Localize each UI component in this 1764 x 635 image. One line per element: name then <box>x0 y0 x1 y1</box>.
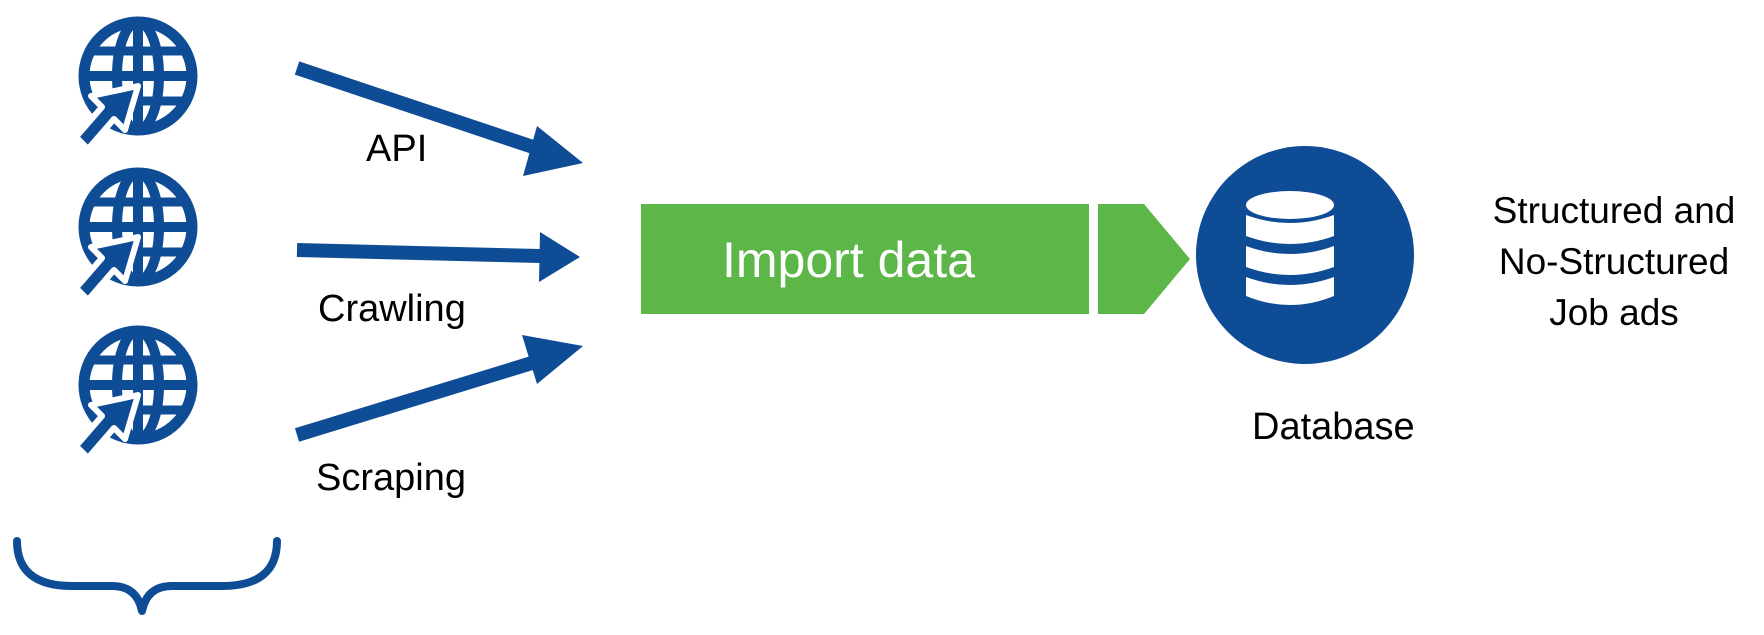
api-label: API <box>366 128 428 170</box>
sources-brace <box>13 537 281 615</box>
crawling-label: Crawling <box>318 288 466 330</box>
api-arrow <box>294 61 583 176</box>
import-arrow-head <box>1098 204 1190 314</box>
database-cylinder-icon <box>1246 191 1334 305</box>
output-line: No-Structured <box>1498 241 1730 282</box>
database-icon <box>1196 146 1414 364</box>
import-data-block <box>641 204 1089 314</box>
scraping-arrow <box>294 335 583 442</box>
output-description: Structured and No-Structured Job ads <box>1474 185 1754 338</box>
globe-cursor-icon <box>76 173 192 300</box>
import-data-label: Import data <box>722 232 975 288</box>
database-label: Database <box>1252 406 1415 448</box>
scraping-label: Scraping <box>316 457 466 499</box>
output-line: Structured and <box>1492 190 1736 231</box>
output-line: Job ads <box>1549 292 1679 333</box>
crawling-arrow <box>296 232 580 282</box>
globe-cursor-icon <box>76 22 192 149</box>
globe-cursor-icon <box>76 331 192 458</box>
